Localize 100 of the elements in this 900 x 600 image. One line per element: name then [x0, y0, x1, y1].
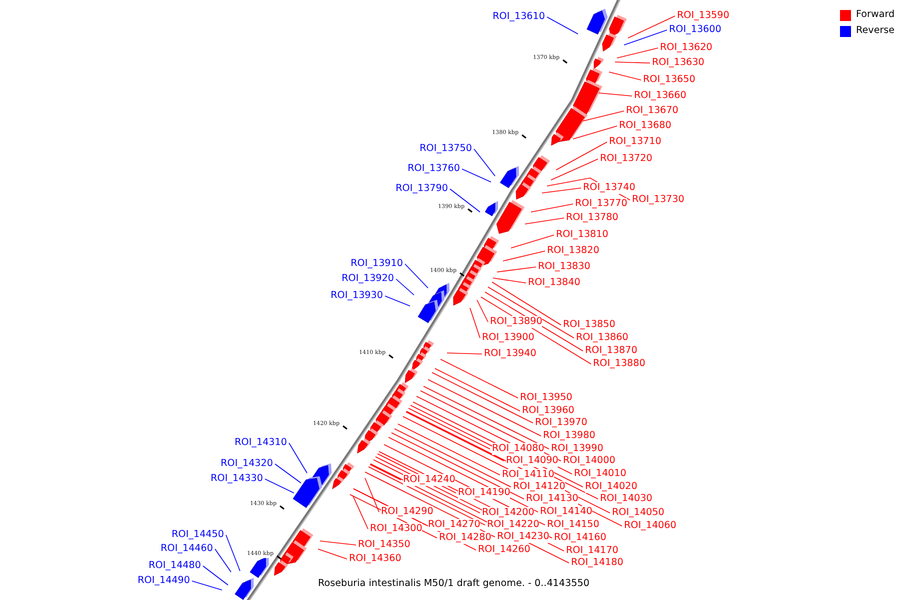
gene-label: ROI_14160 [554, 532, 606, 544]
gene-label: ROI_13910 [350, 258, 403, 270]
leader-line [432, 372, 534, 424]
gene-label: ROI_13630 [652, 57, 704, 69]
leader-line [434, 368, 520, 412]
leader-line [264, 478, 294, 494]
gene-label: ROI_13840 [528, 277, 580, 289]
gene-label: ROI_13830 [538, 261, 590, 273]
leader-line [214, 548, 232, 572]
gene-label: ROI_13620 [660, 42, 712, 54]
leader-line [616, 48, 658, 58]
gene-label: ROI_13930 [330, 290, 383, 302]
gene-label: ROI_14140 [540, 506, 592, 518]
gene-label: ROI_14050 [612, 507, 664, 519]
leader-line [492, 282, 562, 326]
leader-line [318, 548, 348, 560]
gene-label: ROI_13920 [342, 273, 394, 285]
gene-label: ROI_13820 [547, 245, 600, 257]
gene-label: ROI_13720 [600, 153, 652, 165]
leader-line [550, 158, 598, 180]
leader-line [524, 218, 564, 224]
leader-line [502, 250, 546, 262]
leader-line [624, 30, 668, 46]
gene-label: ROI_13790 [396, 183, 448, 195]
gene-label: ROI_13680 [619, 120, 672, 132]
leader-line [598, 92, 632, 96]
gene-label: ROI_14240 [403, 474, 456, 486]
gene-label: ROI_13600 [669, 24, 722, 36]
gene-label: ROI_13730 [632, 194, 684, 206]
leader-line [530, 204, 574, 212]
gene-label: ROI_14280 [439, 532, 492, 544]
leader-line [364, 478, 380, 512]
gene-label: ROI_14320 [220, 458, 273, 470]
leader-line [440, 358, 518, 398]
gene-label: ROI_13610 [492, 11, 545, 23]
gene-label: ROI_14120 [513, 481, 566, 493]
gene-label: ROI_13590 [677, 10, 730, 22]
leader-line [226, 534, 240, 572]
leader-line [192, 580, 222, 590]
leader-line [510, 234, 554, 248]
gene-label: ROI_13880 [593, 358, 646, 370]
leader-line [384, 296, 410, 306]
gene-label: ROI_14110 [502, 469, 554, 481]
gene-label: ROI_14030 [600, 493, 652, 505]
leader-line [546, 16, 578, 34]
gene-label: ROI_14270 [428, 519, 480, 531]
leader-line [404, 264, 428, 288]
gene-label: ROI_14150 [547, 519, 600, 531]
gene-label: ROI_14020 [585, 481, 638, 493]
gene-label: ROI_14450 [172, 529, 224, 541]
leader-line [288, 442, 308, 474]
leader-line [428, 379, 542, 436]
leader-line [628, 16, 676, 38]
leader-line [398, 424, 500, 476]
gene-label: ROI_14010 [574, 468, 626, 480]
gene-label: ROI_13740 [583, 182, 636, 194]
leader-line [572, 126, 618, 140]
leader-line [446, 352, 482, 354]
leader-line [462, 168, 492, 182]
gene-label: ROI_13710 [609, 136, 662, 148]
gene-label: ROI_14290 [381, 506, 434, 518]
gene-label: ROI_14060 [624, 520, 676, 532]
gene-label: ROI_14460 [160, 543, 213, 555]
leader-line [470, 308, 480, 338]
leader-line [406, 412, 504, 462]
gene-label: ROI_13860 [576, 332, 628, 344]
leader-line [394, 428, 512, 488]
gene-label: ROI_14190 [458, 487, 510, 499]
gene-label: ROI_14090 [506, 455, 558, 467]
gene-label: ROI_13970 [535, 417, 588, 429]
leader-line [391, 432, 524, 500]
leader-line [396, 278, 414, 296]
gene-label: ROI_13890 [490, 316, 542, 328]
gene-label: ROI_14310 [234, 437, 287, 449]
leader-line [320, 540, 356, 546]
leader-line [474, 148, 496, 176]
leader-line [368, 466, 486, 526]
gene-label: ROI_13950 [520, 392, 572, 404]
leader-line [542, 188, 582, 194]
leader-line [408, 408, 490, 450]
leader-line [556, 142, 608, 170]
gene-label: ROI_13770 [575, 198, 628, 210]
gene-label: ROI_14350 [358, 539, 410, 551]
leader-line [352, 496, 368, 530]
leader-line [274, 464, 302, 484]
gene-label: ROI_13760 [408, 163, 460, 175]
gene-label: ROI_14170 [566, 545, 618, 557]
gene-label: ROI_14260 [478, 544, 530, 556]
leader-line [450, 188, 480, 212]
leader-line [202, 566, 228, 586]
leader-line [614, 62, 650, 64]
gene-label: ROI_14230 [497, 531, 550, 543]
gene-label: ROI_14220 [487, 519, 540, 531]
gene-label: ROI_14200 [482, 507, 534, 519]
legend-label: Forward [856, 9, 895, 21]
gene-label: ROI_13780 [566, 212, 618, 224]
leader-line [492, 278, 526, 284]
leader-line [423, 386, 550, 450]
gene-label: ROI_13900 [482, 332, 534, 344]
leader-line [488, 286, 574, 338]
